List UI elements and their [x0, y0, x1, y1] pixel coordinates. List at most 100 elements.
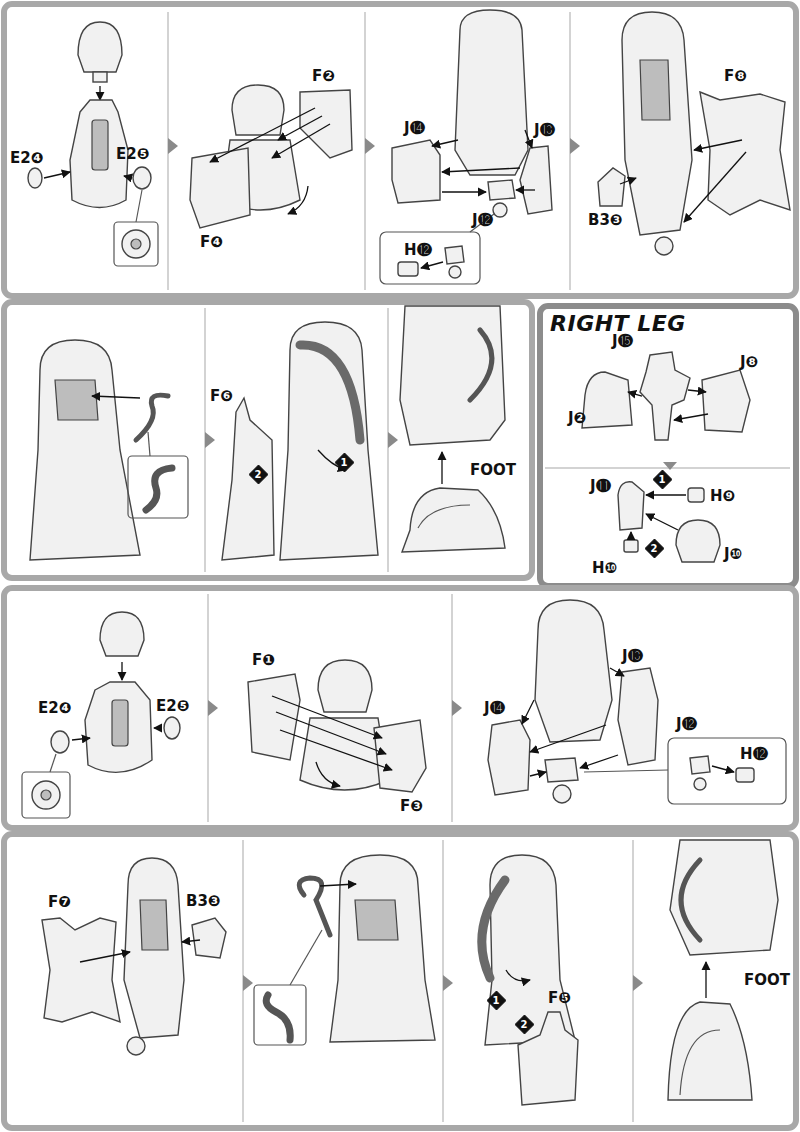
assembly-arrow	[684, 152, 746, 222]
hose-part	[136, 395, 168, 440]
hose-part	[266, 995, 290, 1040]
part-shape	[374, 720, 426, 792]
part-shape	[398, 262, 418, 276]
part-shape	[488, 720, 530, 795]
assembly-arrow	[522, 700, 534, 724]
part-shape	[449, 266, 461, 278]
step-order-diamond: 1	[335, 453, 354, 472]
assembly-arrow	[506, 970, 530, 981]
step-arrow	[633, 975, 643, 991]
part-shape	[688, 488, 704, 502]
part-shape	[670, 840, 778, 955]
assembly-arrow	[628, 392, 642, 396]
hose-part	[299, 878, 330, 935]
assembly-arrow	[674, 414, 708, 420]
detail-inset	[584, 770, 668, 772]
part-label: E2❺	[116, 146, 149, 163]
part-shape	[124, 858, 184, 1038]
part-label: F❽	[724, 68, 747, 85]
assembly-arrow	[580, 755, 618, 768]
part-detail	[355, 900, 398, 940]
assembly-arrow	[99, 86, 100, 100]
part-shape	[668, 1002, 752, 1100]
part-label: J⓯	[612, 333, 633, 350]
assembly-arrow	[525, 130, 532, 148]
part-shape	[133, 167, 151, 189]
detail-inset	[148, 432, 150, 456]
panel-frame	[540, 306, 796, 586]
panel-frame	[4, 588, 796, 828]
part-shape	[330, 855, 435, 1042]
assembly-arrow	[516, 189, 535, 190]
part-label: J❽	[740, 354, 758, 371]
detail-inset	[136, 190, 142, 222]
part-shape	[85, 682, 152, 772]
step-order-diamond: 2	[645, 539, 664, 558]
assembly-arrow	[530, 725, 606, 752]
part-label: J⓬	[676, 716, 697, 733]
part-label: F❹	[200, 234, 223, 251]
part-shape	[51, 731, 69, 753]
part-shape	[392, 140, 440, 203]
assembly-arrow	[278, 116, 322, 140]
part-label: E2❺	[156, 698, 189, 715]
step-arrow	[168, 138, 178, 154]
assembly-arrow	[705, 962, 706, 998]
step-number: 2	[249, 465, 268, 484]
hose-part	[681, 860, 700, 940]
part-label: F❻	[210, 388, 233, 405]
part-shape	[622, 12, 692, 235]
detail-inset	[114, 222, 158, 266]
diamond-fill	[487, 991, 506, 1010]
assembly-arrow	[688, 390, 706, 392]
assembly-arrow	[288, 186, 308, 214]
assembly-arrow	[182, 940, 200, 942]
assembly-arrow	[432, 140, 458, 146]
part-label: J❿	[724, 546, 742, 563]
step-arrow	[388, 432, 398, 448]
part-label: E2❹	[38, 700, 71, 717]
part-shape	[618, 482, 644, 530]
panel-frame	[4, 834, 796, 1128]
diamond-fill	[653, 470, 672, 489]
part-shape	[318, 660, 372, 712]
assembly-arrow	[210, 108, 315, 162]
assembly-arrow	[646, 494, 686, 495]
step-number: 2	[645, 539, 664, 558]
part-shape	[488, 180, 515, 200]
part-shape	[122, 230, 150, 258]
part-shape	[702, 370, 750, 432]
part-shape	[164, 717, 180, 739]
part-shape	[445, 246, 464, 264]
detail-inset	[418, 505, 470, 528]
part-label: F❸	[400, 798, 423, 815]
assembly-arrow	[421, 262, 443, 268]
part-shape	[582, 372, 632, 428]
detail-inset	[254, 985, 306, 1045]
assembly-arrow	[316, 762, 340, 786]
diamond-fill	[515, 1015, 534, 1034]
part-shape	[248, 674, 300, 760]
assembly-arrow	[80, 952, 130, 962]
part-shape	[93, 72, 107, 82]
part-label: B3❸	[186, 893, 221, 910]
part-shape	[222, 398, 274, 560]
step-order-diamond: 1	[653, 470, 672, 489]
part-detail	[112, 700, 128, 746]
part-shape	[553, 785, 571, 803]
step-number: 2	[515, 1015, 534, 1034]
part-shape	[640, 352, 690, 440]
step-number: 1	[335, 453, 354, 472]
part-label: J❷	[568, 410, 586, 427]
part-shape	[598, 168, 625, 206]
part-shape	[455, 10, 528, 175]
assembly-arrow	[712, 766, 734, 772]
part-shape	[42, 918, 120, 1022]
assembly-arrow	[442, 191, 486, 192]
part-shape	[655, 237, 673, 255]
part-shape	[676, 520, 720, 562]
part-shape	[127, 1037, 145, 1055]
step-arrow	[570, 138, 580, 154]
part-label: H❿	[592, 560, 617, 577]
